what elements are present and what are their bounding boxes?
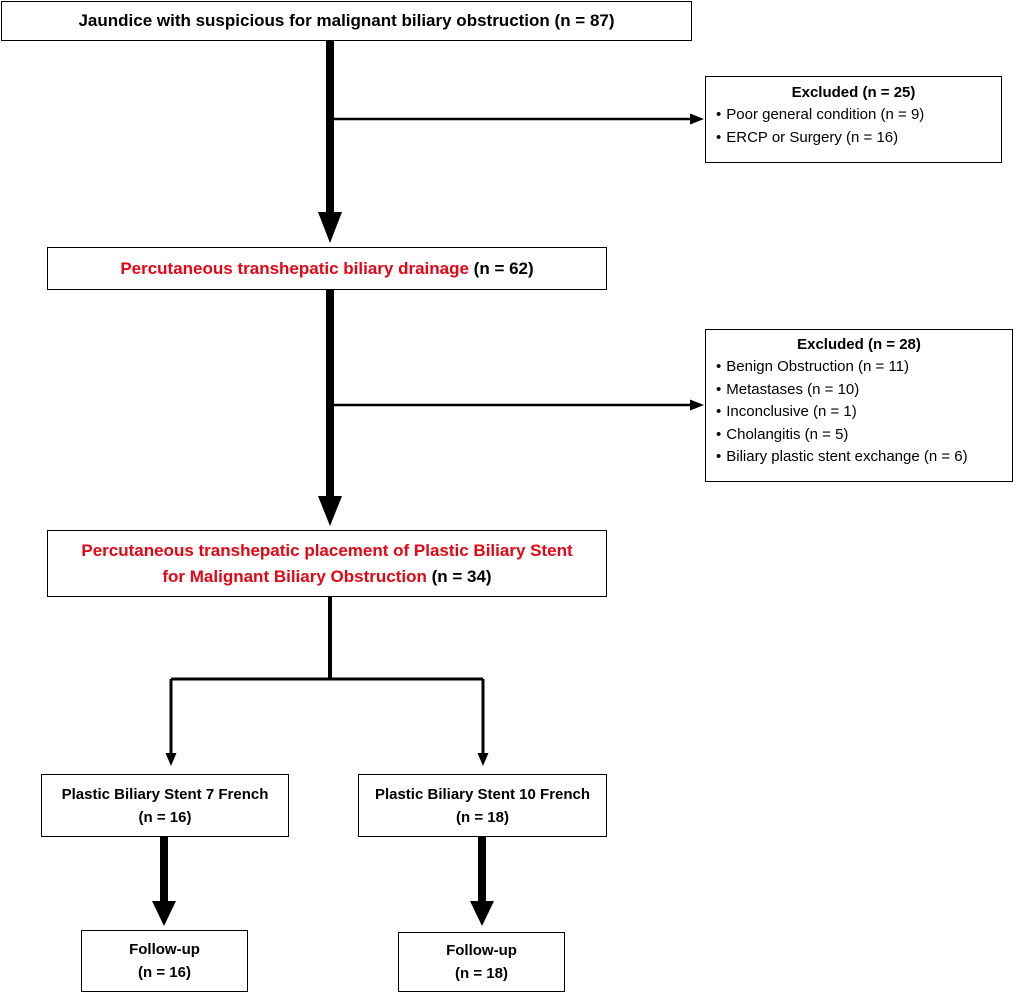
followup-10-french-label: Follow-up <box>446 942 517 959</box>
start-box-line: Jaundice with suspicious for malignant b… <box>78 11 614 31</box>
start-box: Jaundice with suspicious for malignant b… <box>1 1 692 41</box>
stent-placement-box: Percutaneous transhepatic placement of P… <box>47 530 607 597</box>
ptbd-count: (n = 62) <box>473 258 534 278</box>
exclusion-2-title: Excluded (n = 28) <box>797 336 921 353</box>
start-text: Jaundice with suspicious for malignant b… <box>78 11 550 30</box>
exclusion-2-list: Benign Obstruction (n = 11) Metastases (… <box>706 356 1012 469</box>
exclusion-branch-arrowhead-1 <box>690 113 704 125</box>
arm-10-french-box: Plastic Biliary Stent 10 French (n = 18) <box>358 774 607 837</box>
followup-arrowhead-7f <box>152 901 176 926</box>
exclusion-2-item: Metastases (n = 10) <box>716 379 1012 402</box>
followup-10-french-count: (n = 18) <box>455 965 508 982</box>
followup-7-french-label: Follow-up <box>129 941 200 958</box>
exclusion-branch-arrowhead-2 <box>690 399 704 411</box>
followup-7-french-box: Follow-up (n = 16) <box>81 930 248 992</box>
arm-10-french-label: Plastic Biliary Stent 10 French <box>374 785 591 803</box>
arm-7-french-box: Plastic Biliary Stent 7 French (n = 16) <box>41 774 289 837</box>
placement-count: (n = 34) <box>431 566 492 586</box>
followup-10-french-box: Follow-up (n = 18) <box>398 932 565 992</box>
arm-7-french-label: Plastic Biliary Stent 7 French <box>61 785 269 803</box>
exclusion-2-item: Benign Obstruction (n = 11) <box>716 356 1012 379</box>
exclusion-2-item: Inconclusive (n = 1) <box>716 401 1012 424</box>
exclusion-2-item: Cholangitis (n = 5) <box>716 424 1012 447</box>
start-count: (n = 87) <box>554 11 615 30</box>
trunk-arrowhead-1 <box>318 212 342 243</box>
exclusion-1-list: Poor general condition (n = 9) ERCP or S… <box>706 104 1001 149</box>
followup-arrowhead-10f <box>470 901 494 926</box>
arm-7-french-count: (n = 16) <box>138 808 192 826</box>
exclusion-1-item: Poor general condition (n = 9) <box>716 104 1001 127</box>
placement-line-1: Percutaneous transhepatic placement of P… <box>81 540 573 560</box>
exclusion-box-1: Excluded (n = 25) Poor general condition… <box>705 76 1002 163</box>
exclusion-box-2: Excluded (n = 28) Benign Obstruction (n … <box>705 329 1013 482</box>
split-right-arrowhead <box>477 753 489 766</box>
placement-line-2: for Malignant Biliary Obstruction <box>162 566 427 586</box>
arm-10-french-count: (n = 18) <box>456 808 509 826</box>
exclusion-2-item: Biliary plastic stent exchange (n = 6) <box>716 446 1012 469</box>
split-left-arrowhead <box>165 753 177 766</box>
exclusion-1-title: Excluded (n = 25) <box>791 84 916 101</box>
placement-line-2-row: for Malignant Biliary Obstruction (n = 3… <box>162 564 491 590</box>
followup-7-french-count: (n = 16) <box>138 964 191 981</box>
ptbd-text: Percutaneous transhepatic biliary draina… <box>120 258 469 278</box>
trunk-arrowhead-2 <box>318 496 342 526</box>
ptbd-box: Percutaneous transhepatic biliary draina… <box>47 247 607 290</box>
ptbd-box-line: Percutaneous transhepatic biliary draina… <box>120 259 533 279</box>
exclusion-1-item: ERCP or Surgery (n = 16) <box>716 127 1001 150</box>
